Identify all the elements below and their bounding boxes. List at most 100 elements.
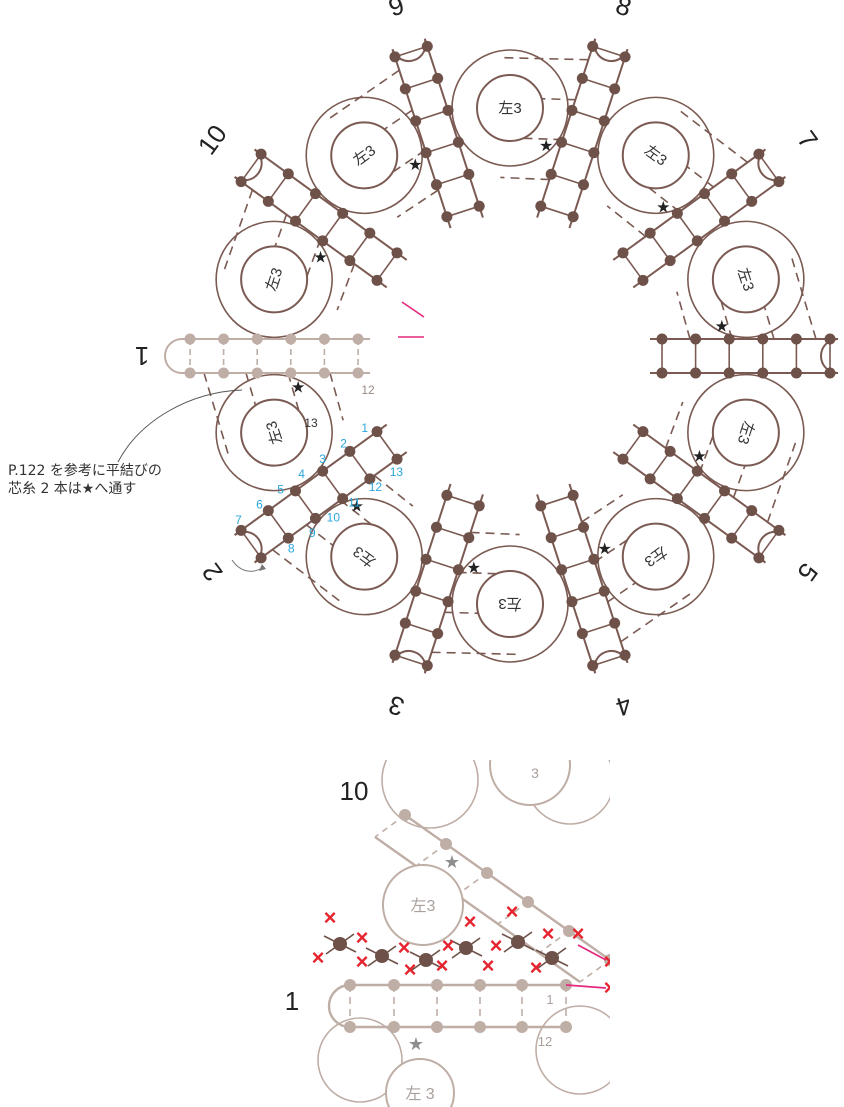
bead	[746, 505, 758, 517]
cut-mark: ×	[572, 921, 585, 946]
bead	[442, 596, 454, 608]
bead	[389, 649, 401, 661]
bead	[289, 485, 301, 497]
spoke-rung	[703, 490, 726, 519]
start-arrow-head	[259, 564, 266, 571]
spoke-rung	[425, 141, 459, 154]
cross-cord	[431, 651, 520, 656]
bead	[251, 367, 263, 379]
bead	[588, 553, 600, 565]
detail-cut-marks: ×××××××××××××××××	[312, 899, 610, 1000]
cut-mark: ×	[464, 909, 477, 934]
bead	[285, 333, 297, 345]
spoke-rung	[731, 173, 753, 202]
cut-mark: ×	[436, 953, 449, 978]
bead	[262, 195, 274, 207]
bead	[545, 168, 557, 180]
cut-mark: ×	[312, 945, 325, 970]
instruction-note: P.122 を参考に平結びの 芯糸 2 本は★へ通す	[8, 462, 208, 498]
bead	[723, 367, 735, 379]
bead	[251, 333, 263, 345]
detail-bead	[440, 838, 452, 850]
bead	[389, 51, 401, 63]
star-marker: ★	[291, 380, 305, 397]
detail-dark-bead	[375, 949, 389, 963]
black-number-13: 13	[304, 416, 318, 430]
bead	[699, 512, 711, 524]
blue-sequence-number: 12	[369, 480, 383, 494]
blue-sequence-number: 9	[309, 526, 316, 540]
bead	[391, 453, 403, 465]
bead	[344, 255, 356, 267]
spoke-rung	[703, 193, 726, 222]
knot-circle	[330, 121, 399, 190]
bead	[637, 426, 649, 438]
detail-inner-number-12: 12	[538, 1034, 552, 1049]
detail-dark-bead	[511, 935, 525, 949]
detail-bead	[388, 979, 400, 991]
blue-sequence-number: 11	[348, 495, 361, 509]
bead	[617, 453, 629, 465]
bead	[691, 235, 703, 247]
bead	[535, 200, 547, 212]
bead	[556, 564, 568, 576]
cross-cord	[500, 176, 550, 181]
spoke-rung	[571, 590, 605, 603]
spoke-rung	[394, 654, 428, 667]
spoke-rung	[294, 193, 317, 222]
detail-bead	[344, 979, 356, 991]
knot-circle	[621, 522, 690, 591]
spoke-rung	[622, 252, 644, 281]
cross-cord	[790, 254, 817, 340]
detail-cut-cords	[323, 931, 607, 989]
bead	[421, 660, 433, 672]
spoke-rung	[349, 450, 371, 480]
note-leader-arrow	[117, 389, 243, 463]
bead	[432, 628, 444, 640]
detail-inner-number-1: 1	[546, 992, 553, 1007]
detail-arc	[381, 760, 479, 829]
detail-bead	[388, 1021, 400, 1033]
bead	[656, 333, 668, 345]
spoke-rail	[254, 148, 408, 261]
bead	[255, 552, 267, 564]
bead	[576, 72, 588, 84]
bead	[441, 489, 453, 501]
wheel-stars: ★★★★★★★★★★	[291, 138, 729, 577]
bead	[473, 500, 485, 512]
bead	[364, 227, 376, 239]
detail-bead	[516, 979, 528, 991]
spoke-number: 2	[196, 558, 229, 587]
spoke-number: 7	[791, 125, 824, 154]
blue-sequence-number: 1	[361, 421, 368, 435]
bead	[364, 473, 376, 485]
bead	[619, 51, 631, 63]
blue-sequence-number: 6	[256, 498, 263, 512]
spoke-rail	[254, 451, 408, 564]
detail-bead	[516, 1021, 528, 1033]
cut-mark: ×	[542, 921, 555, 946]
knot-label: 左3	[498, 595, 521, 612]
spoke-rail	[568, 48, 629, 229]
cut-mark: ×	[398, 935, 411, 960]
detail-knot-label: 左 3	[405, 1085, 434, 1103]
spoke-rung	[649, 232, 671, 262]
spoke-rung	[322, 470, 344, 500]
bead	[690, 333, 702, 345]
star-marker: ★	[539, 138, 553, 155]
detail-dark-bead	[419, 953, 433, 967]
knot-circle	[240, 245, 309, 314]
star-marker: ★	[350, 498, 364, 515]
bead	[318, 367, 330, 379]
bead	[790, 333, 802, 345]
knot-circle	[621, 121, 690, 190]
blue-sequence-number: 10	[327, 511, 341, 525]
bead	[773, 176, 785, 188]
bead	[644, 227, 656, 239]
bead	[282, 168, 294, 180]
spoke-number: 5	[791, 558, 824, 587]
detail-arc	[535, 1005, 610, 1095]
bead	[309, 512, 321, 524]
detail-bead	[481, 867, 493, 879]
